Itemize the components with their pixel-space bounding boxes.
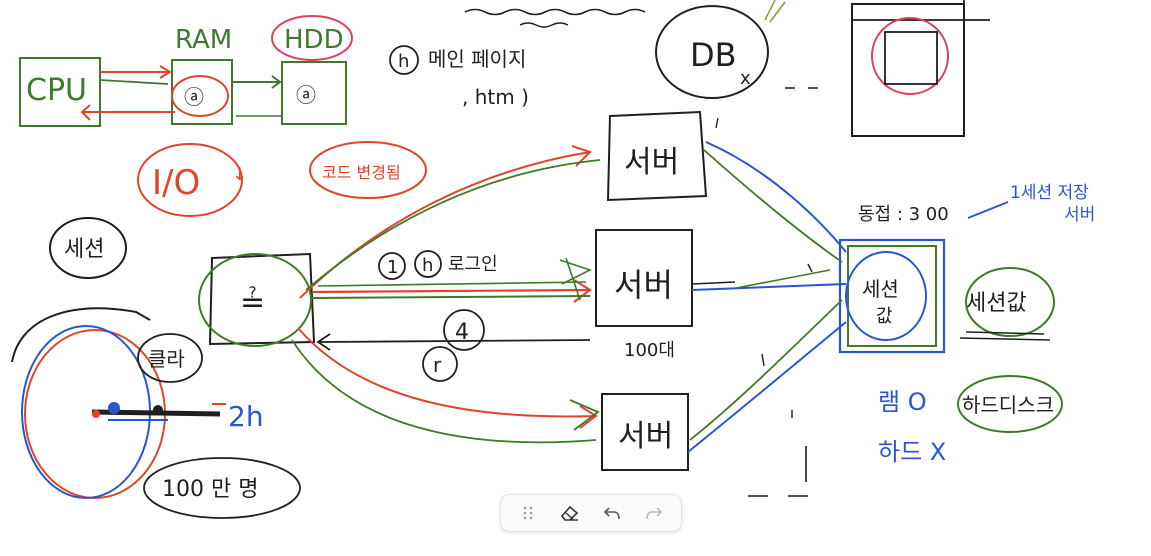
session-underline [959,331,1051,341]
storage-frame [851,3,965,137]
client-label-circle [137,333,203,383]
login-circle-2-label: h [422,255,433,276]
server-bot-box [601,393,689,471]
left-session-blob [49,217,127,279]
lb-to-bot-red [297,327,598,429]
bot-server-to-session-blue [687,321,847,453]
lb-label: ≟ [240,285,265,320]
hdd-right-circle [957,375,1063,433]
db-x: x [740,68,751,89]
server-top-box [606,110,708,202]
two-h-label: 2h [228,400,264,433]
arrow-r-circle [422,346,458,382]
top-server-to-session-green [703,149,843,263]
top-server-to-session-blue [705,141,847,253]
code-changed-circle [309,141,427,199]
eraser-icon[interactable] [555,498,585,528]
hdd-label: HDD [284,25,344,55]
session-box-label: 세션 [862,277,899,301]
arrow-4-label: 4 [455,320,469,345]
people-100-circle [143,457,301,519]
main-html: , htm ) [462,85,529,109]
arrow-r-label: r [433,353,442,377]
session-inner-circle [845,251,927,341]
top-wavy-line-2 [519,22,569,28]
lb-to-bot-green [291,339,600,444]
session-value-label: 세션값 [966,291,1027,316]
login-text: 로그인 [448,254,498,275]
db-stroke [764,0,786,23]
main-num: h [398,51,409,72]
server-mid-line [691,281,736,285]
mid-server-to-session-blue [691,283,847,291]
server-bot-label: 서버 [618,419,673,454]
cpu-ram-arrow-top [100,65,172,79]
io-label: I/O [152,163,200,203]
undo-icon[interactable] [597,498,627,528]
drawing-toolbar [500,494,682,532]
client-roof [11,307,151,363]
concurrent-label: 동접 : 3 00 [858,204,949,225]
server-top-label: 서버 [624,145,679,180]
cpu-ram-arrow-bottom [80,104,175,121]
session-store-note-2: 서버 [1064,205,1095,225]
io-circle [137,143,243,217]
main-num-circle [389,45,419,75]
lb-to-top-green [305,159,601,291]
arrow-4-circle [443,309,485,351]
dashed-marks [715,117,813,418]
client-label: 클라 [148,347,185,371]
session-box-label-2: 값 [876,306,893,327]
cpu-label: CPU [26,73,87,108]
session-box-blue [838,238,946,354]
session-value-circle [965,267,1055,337]
server-mid-label: 서버 [614,266,673,304]
hdd-right-label: 하드디스크 [962,393,1054,417]
db-label: DB [690,36,737,74]
lb-to-mid-2 [311,295,591,299]
ram-item-circle [171,75,229,117]
hdd-x-label: 하드 X [878,438,946,466]
hdd-label-circle [271,15,353,61]
code-changed-label: 코드 변경됨 [322,163,401,182]
mid-server-to-session-green [735,269,831,289]
ram-item: ⓐ [184,85,204,109]
cpu-ram-green-line [99,79,169,85]
drag-handle-icon[interactable] [513,498,543,528]
ram-label: RAM [175,25,232,55]
lb-green-circle [198,253,312,347]
storage-inner-box [884,31,938,85]
io-mark: ↓ [232,164,247,185]
top-wavy-line [464,8,646,16]
session-note-line [967,201,1009,219]
lb-to-mid-3 [317,257,593,301]
client-dot-red [92,410,100,418]
hdd-box [281,61,347,125]
server-mid-box [595,229,693,327]
redo-icon[interactable] [639,498,669,528]
session-box-green [847,245,937,347]
client-dot-blue [108,402,120,414]
dashed-guide-v [748,446,808,497]
ram-o-label: 램 O [878,388,927,416]
hdd-item: ⓐ [296,83,316,107]
cpu-box [19,57,101,127]
login-circle-1 [378,252,406,280]
left-session-label: 세션 [64,237,104,262]
lb-box [208,252,316,346]
main-text: 메인 페이지 [428,47,526,71]
storage-red-circle [871,17,949,95]
client-dot-dark [153,405,163,415]
mid-to-lb-return [316,333,591,351]
ram-hdd-arrow [232,75,282,89]
count-100: 100대 [624,340,675,361]
people-100-label: 100 만 명 [162,477,258,502]
session-store-note: 1세션 저장 [1010,183,1089,203]
login-circle-2 [414,250,442,278]
bot-server-to-session-green [689,299,843,441]
db-circle [655,5,769,99]
login-circle-1-label: 1 [387,257,398,278]
